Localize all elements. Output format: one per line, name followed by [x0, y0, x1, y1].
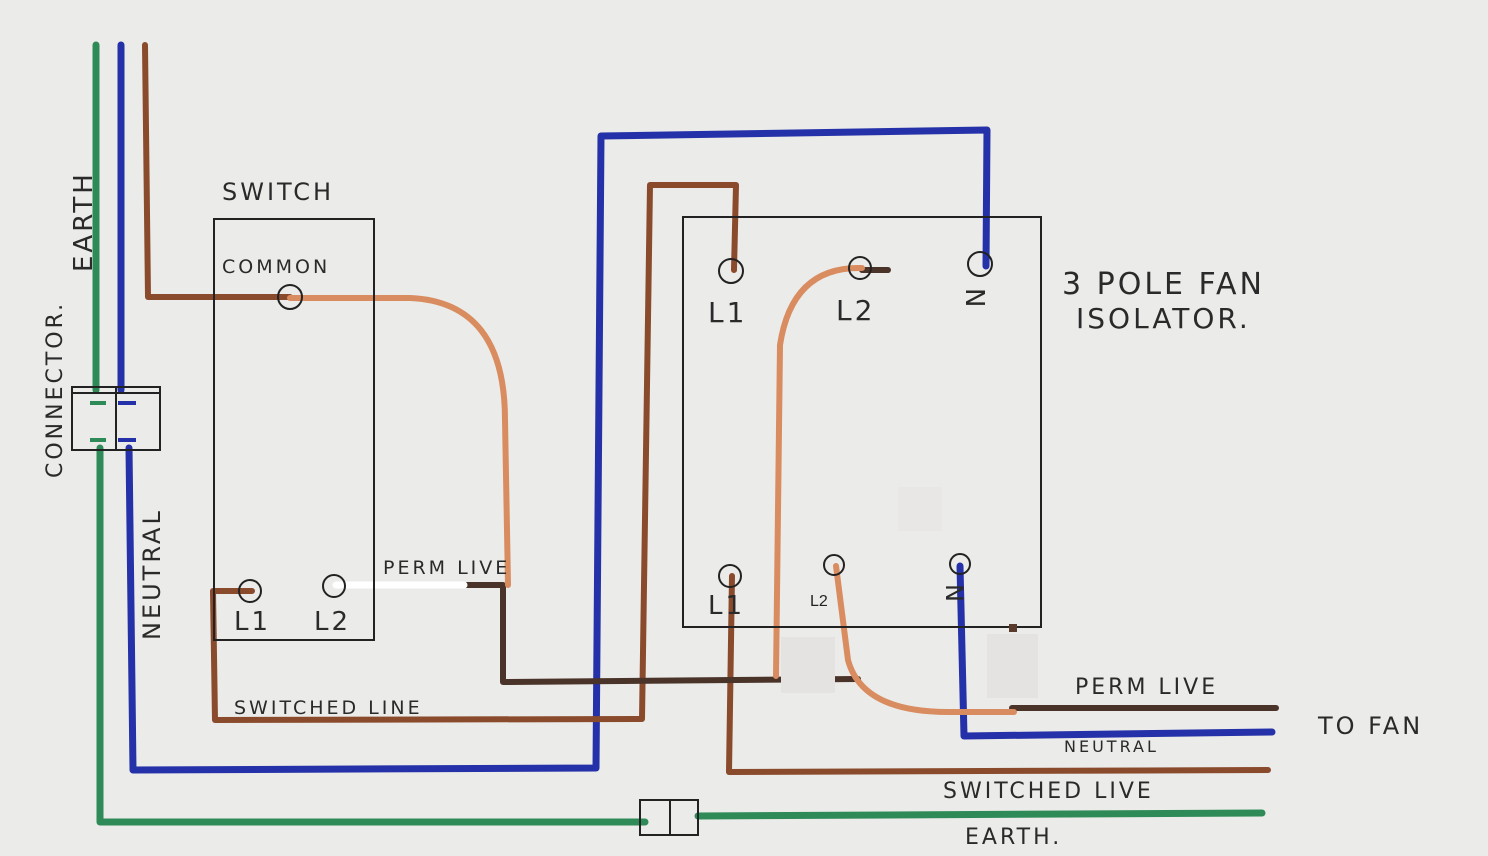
iso-bottom-n-label: N [940, 584, 968, 605]
earth-right-label: EARTH. [965, 825, 1062, 850]
connector-block [71, 386, 161, 451]
perm-live-wire [459, 582, 861, 685]
iso-bottom-l1-terminal [718, 564, 742, 588]
connector-neutral-stubs [118, 401, 136, 442]
isolator-corner-mark [1009, 624, 1017, 632]
iso-bottom-l2-terminal [823, 554, 845, 576]
iso-top-l2-label: L2 [836, 294, 875, 327]
isolator-box [682, 216, 1042, 628]
switch-l2-terminal [322, 574, 346, 598]
iso-bottom-l1-label: L1 [708, 591, 745, 621]
switched-line-left-label: SWITCHED LINE [234, 697, 423, 719]
neutral-wire-main [117, 41, 991, 774]
paper-patch-2 [987, 634, 1038, 698]
switch-title: SWITCH [222, 178, 334, 206]
earth-vertical-label: EARTH [69, 171, 99, 272]
to-fan-label: TO FAN [1317, 712, 1423, 740]
earth-connector-block [639, 799, 699, 836]
connector-earth-stubs [90, 401, 106, 442]
isolator-title-line2: ISOLATOR. [1076, 302, 1251, 335]
iso-top-n-label: N [959, 288, 989, 310]
switched-live-to-fan-wire [726, 573, 1271, 775]
supply-live-wire [142, 42, 293, 300]
orange-wire-l2-feed [773, 264, 865, 679]
iso-top-l1-terminal [718, 258, 744, 284]
paper-patch-3 [898, 487, 942, 531]
switch-l2-label: L2 [314, 607, 351, 637]
isolator-title-line1: 3 POLE FAN [1062, 267, 1265, 302]
perm-live-right-label: PERM LIVE [1075, 675, 1218, 700]
switch-common-label: COMMON [222, 256, 330, 278]
switch-common-terminal [277, 284, 303, 310]
neutral-wire-to-fan [956, 562, 1276, 740]
orange-wire-common-to-perm-live [287, 295, 511, 588]
switch-l1-label: L1 [234, 607, 271, 637]
perm-live-left-label: PERM LIVE [383, 557, 510, 579]
iso-bottom-n-terminal [949, 553, 971, 575]
switch-box [213, 218, 375, 641]
iso-top-n-terminal [967, 251, 993, 277]
iso-bottom-l2-label: L2 [810, 593, 828, 610]
connector-label: CONNECTOR. [43, 301, 68, 478]
iso-top-l2-terminal [848, 256, 872, 280]
iso-top-l1-label: L1 [708, 296, 747, 329]
earth-wire [92, 41, 1266, 826]
switched-live-right-label: SWITCHED LIVE [943, 779, 1154, 804]
orange-wire-l2-to-fan [833, 563, 1017, 715]
neutral-right-label: NEUTRAL [1064, 737, 1159, 756]
paper-patch-1 [781, 637, 835, 693]
neutral-vertical-label: NEUTRAL [138, 508, 166, 640]
switch-l1-terminal [238, 579, 262, 603]
